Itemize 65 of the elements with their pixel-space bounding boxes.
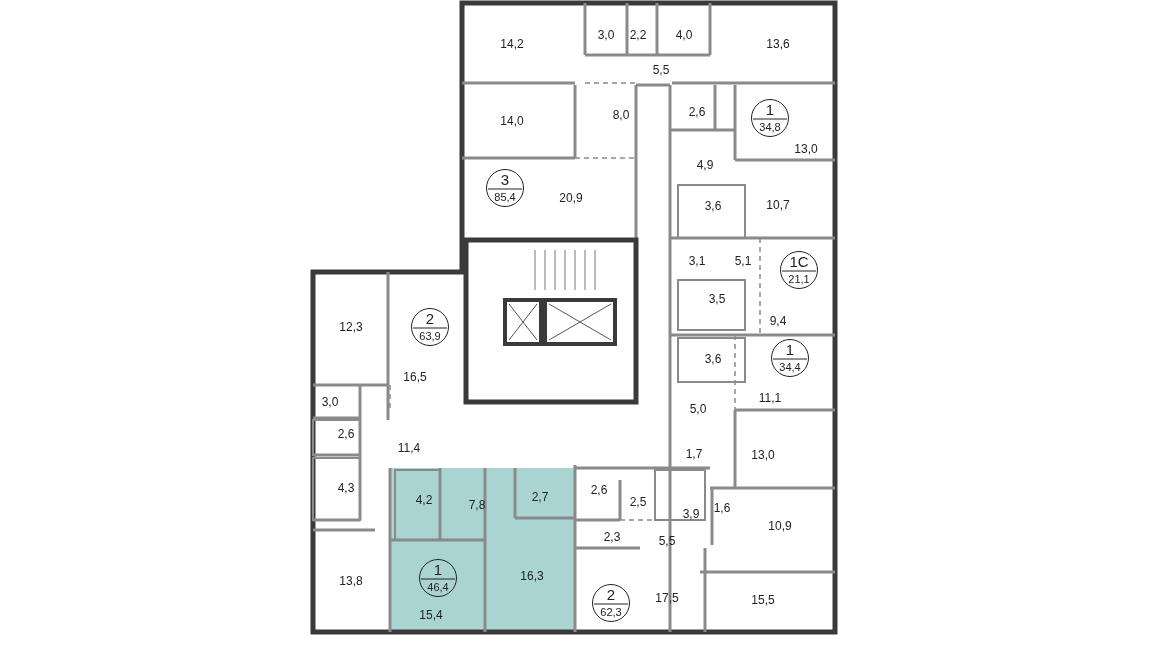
apartment-badge	[770, 338, 810, 378]
room-area: 16,5	[403, 371, 427, 383]
room-count: 3	[500, 172, 510, 187]
apartment-area: 46,4	[427, 582, 449, 593]
apartment-badge	[591, 583, 631, 623]
room-area: 3,9	[682, 508, 700, 520]
room-area: 15,4	[419, 609, 443, 621]
apartment-badge	[750, 98, 790, 138]
room-area: 10,7	[766, 199, 790, 211]
room-area: 2,6	[688, 106, 706, 118]
room-area: 9,4	[769, 315, 787, 327]
room-area: 11,1	[758, 392, 782, 404]
room-area: 3,0	[597, 29, 615, 41]
room-area: 2,6	[590, 484, 608, 496]
apartment-area: 34,4	[779, 362, 801, 373]
room-count: 1	[765, 102, 775, 117]
room-area: 17,5	[655, 592, 679, 604]
apartment-badge	[485, 168, 525, 208]
room-area: 13,8	[339, 575, 363, 587]
room-area: 14,2	[500, 38, 524, 50]
room-area: 3,5	[708, 293, 726, 305]
apartment-area: 85,4	[494, 192, 516, 203]
room-area: 2,2	[629, 29, 647, 41]
room-count: 1С	[789, 254, 809, 269]
room-area: 7,8	[468, 499, 486, 511]
room-area: 11,4	[397, 442, 421, 454]
apartment-area: 62,3	[600, 607, 622, 618]
room-area: 2,5	[629, 496, 647, 508]
room-area: 2,6	[337, 428, 355, 440]
room-area: 4,0	[675, 29, 693, 41]
room-area: 3,0	[321, 396, 339, 408]
room-area: 4,3	[337, 482, 355, 494]
room-count: 2	[425, 311, 435, 326]
room-area: 3,1	[688, 255, 706, 267]
room-area: 12,3	[339, 321, 363, 333]
room-area: 16,3	[520, 570, 544, 582]
room-area: 4,9	[696, 159, 714, 171]
apartment-badge	[779, 250, 819, 290]
room-area: 3,6	[704, 353, 722, 365]
room-area: 13,0	[794, 143, 818, 155]
room-area: 14,0	[500, 115, 524, 127]
room-area: 15,5	[751, 594, 775, 606]
apartment-area: 63,9	[419, 331, 441, 342]
apartment-badge	[418, 558, 458, 598]
room-area: 10,9	[768, 520, 792, 532]
room-area: 1,7	[685, 448, 703, 460]
room-count: 1	[785, 342, 795, 357]
room-area: 4,2	[415, 494, 433, 506]
apartment-area: 21,1	[788, 274, 810, 285]
room-count: 2	[606, 587, 616, 602]
room-area: 2,3	[603, 531, 621, 543]
room-area: 5,5	[658, 535, 676, 547]
room-area: 5,0	[689, 403, 707, 415]
apartment-area: 34,8	[759, 122, 781, 133]
room-area: 5,5	[652, 64, 670, 76]
room-area: 13,6	[766, 38, 790, 50]
room-area: 8,0	[612, 109, 630, 121]
room-area: 3,6	[704, 200, 722, 212]
room-area: 20,9	[559, 192, 583, 204]
apartment-badge	[410, 307, 450, 347]
room-area: 5,1	[734, 255, 752, 267]
room-area: 1,6	[713, 502, 731, 514]
room-count: 1	[433, 562, 443, 577]
room-area: 2,7	[531, 491, 549, 503]
room-area: 13,0	[751, 449, 775, 461]
